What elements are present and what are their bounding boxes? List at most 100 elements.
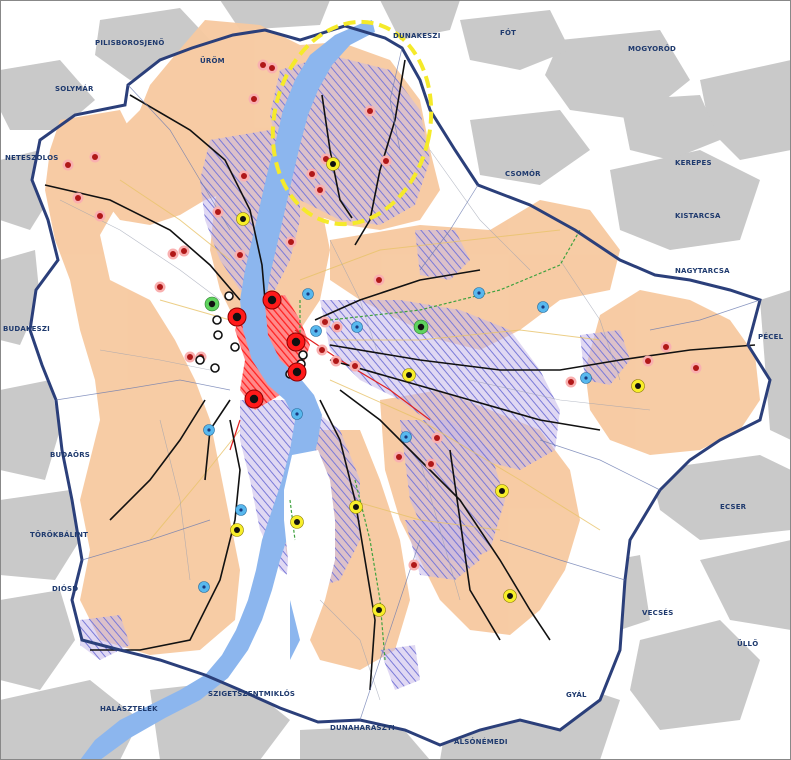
blue-marker-core [404, 435, 408, 439]
yellow-marker-core [294, 519, 300, 525]
pink-marker-core [352, 363, 358, 369]
red-large-marker-core [292, 367, 302, 377]
red-large-marker-core [249, 394, 259, 404]
label-csomor: CSOMÓR [505, 169, 541, 178]
label-pecel: PÉCEL [758, 332, 784, 341]
label-halasztelek: HALÁSZTELEK [100, 704, 158, 713]
blue-marker-core [207, 428, 211, 432]
label-nagykovacsi: NETESZOLOS [5, 154, 58, 162]
pink-marker-core [434, 435, 440, 441]
pink-marker-core [181, 248, 187, 254]
label-kistarcsa: KISTARCSA [675, 212, 721, 220]
city-boundary [28, 24, 772, 747]
road-network [119, 179, 601, 541]
pink-marker-core [309, 171, 315, 177]
label-szigetszentmiklos: SZIGETSZENTMIKLÓS [208, 689, 295, 698]
pink-marker-core [97, 213, 103, 219]
white-marker [298, 350, 308, 360]
pink-marker-core [645, 358, 651, 364]
highlight-ellipse [270, 19, 434, 227]
pink-marker-core [157, 284, 163, 290]
white-marker [195, 355, 205, 365]
label-diosd: DIÓSD [52, 584, 78, 593]
pink-marker-core [428, 461, 434, 467]
label-pilisborosjeno: PILISBOROSJENŐ [95, 38, 165, 47]
town-labels: PILISBOROSJENŐ ÜRÖM DUNAKESZI FÓT MOGYOR… [3, 28, 784, 746]
pink-marker-core [396, 454, 402, 460]
pink-marker-core [376, 277, 382, 283]
pink-marker-core [334, 324, 340, 330]
station-markers [62, 59, 702, 617]
label-urom: ÜRÖM [200, 56, 225, 65]
pink-marker-core [241, 173, 247, 179]
pink-marker-core [411, 562, 417, 568]
pink-marker-core [260, 62, 266, 68]
blue-marker-core [239, 508, 243, 512]
pink-marker-core [568, 379, 574, 385]
label-gyal: GYÁL [566, 690, 587, 699]
pink-marker-core [187, 354, 193, 360]
blue-marker-core [541, 305, 545, 309]
label-alsonemedi: ALSÓNÉMEDI [454, 737, 508, 746]
blue-marker-core [295, 412, 299, 416]
yellow-marker-core [499, 488, 505, 494]
label-kerepes: KEREPES [675, 159, 712, 167]
label-vecses: VECSÉS [642, 608, 674, 617]
pink-marker-core [317, 187, 323, 193]
pink-marker-core [367, 108, 373, 114]
pink-marker-core [65, 162, 71, 168]
label-budaors: BUDAÖRS [50, 450, 90, 459]
yellow-marker-core [330, 161, 336, 167]
pink-marker-core [237, 252, 243, 258]
csepel-island [280, 450, 335, 660]
white-marker [213, 330, 223, 340]
red-large-marker-core [291, 337, 301, 347]
pink-marker-core [333, 358, 339, 364]
yellow-marker-core [240, 216, 246, 222]
pink-marker-core [170, 251, 176, 257]
label-ullo: ÜLLŐ [737, 639, 758, 648]
label-budakeszi: BUDAKESZI [3, 325, 50, 333]
blue-marker-core [306, 292, 310, 296]
white-marker [212, 315, 222, 325]
blue-marker-core [202, 585, 206, 589]
label-fot: FÓT [500, 28, 516, 37]
yellow-marker-core [376, 607, 382, 613]
pink-marker-core [663, 344, 669, 350]
label-nagytarcsa: NAGYTARCSA [675, 267, 730, 275]
red-large-marker-core [232, 312, 242, 322]
district-boundaries [55, 47, 761, 721]
green-marker-core [208, 300, 216, 308]
pink-marker-core [251, 96, 257, 102]
label-dunaharaszti: DUNAHARASZTI [330, 724, 395, 732]
green-marker-core [417, 323, 425, 331]
railway-lines [44, 59, 756, 691]
label-ecser: ECSER [720, 503, 747, 511]
label-mogyorod: MOGYORÓD [628, 44, 676, 53]
white-marker [224, 291, 234, 301]
yellow-marker-core [406, 372, 412, 378]
yellow-marker-core [353, 504, 359, 510]
label-torokbalint: TÖRÖKBÁLINT [30, 530, 88, 539]
yellow-marker-core [234, 527, 240, 533]
blue-marker-core [584, 376, 588, 380]
yellow-marker-core [635, 383, 641, 389]
blue-marker-core [355, 325, 359, 329]
white-marker [210, 363, 220, 373]
yellow-marker-core [507, 593, 513, 599]
pink-marker-core [383, 158, 389, 164]
pink-marker-core [215, 209, 221, 215]
red-large-marker-core [267, 295, 277, 305]
pink-marker-core [288, 239, 294, 245]
pink-marker-core [75, 195, 81, 201]
pink-marker-core [92, 154, 98, 160]
pink-marker-core [693, 365, 699, 371]
white-marker [230, 342, 240, 352]
label-solymar: SOLYMÁR [55, 84, 94, 93]
pink-marker-core [319, 347, 325, 353]
pink-marker-core [269, 65, 275, 71]
label-dunakeszi: DUNAKESZI [393, 32, 441, 40]
